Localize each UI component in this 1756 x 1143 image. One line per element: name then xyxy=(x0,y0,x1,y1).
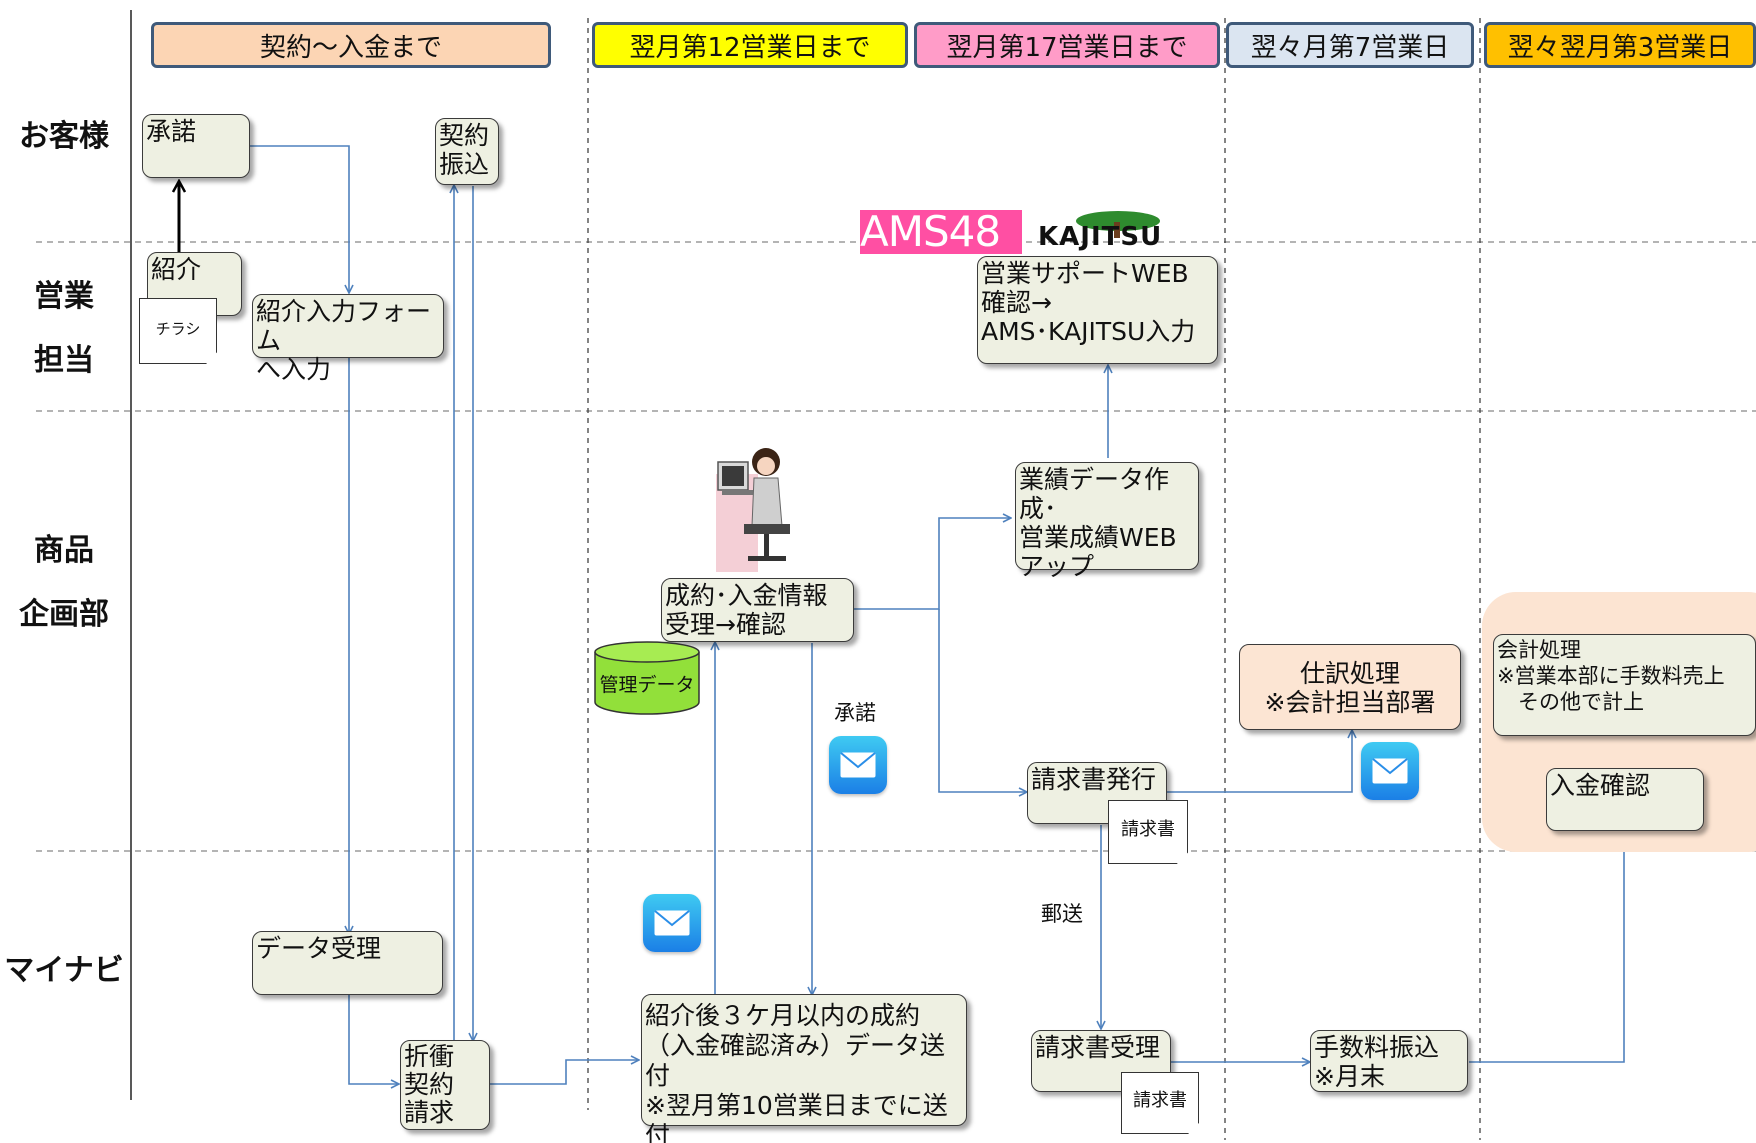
tree-icon xyxy=(1076,211,1160,238)
lane-sales-rep: 担当 xyxy=(34,343,94,378)
flyer-document: チラシ xyxy=(139,298,217,364)
mail-icon xyxy=(829,736,887,794)
journal-entry-box: 仕訳処理 ※会計担当部署 xyxy=(1239,644,1461,730)
invoice-document-label: 請求書 xyxy=(1121,819,1175,840)
invoice-document: 請求書 xyxy=(1121,1072,1199,1134)
lane-planning: 企画部 xyxy=(19,597,109,632)
accept-box: 承諾 xyxy=(142,114,250,178)
ams48-logo-text: AMS48 xyxy=(860,210,1001,254)
lane-product: 商品 xyxy=(34,533,94,568)
database-icon: 管理データ xyxy=(593,640,701,716)
phase-header-1: 契約～入金まで xyxy=(151,22,551,68)
mail-icon xyxy=(1361,742,1419,800)
phase-header-5: 翌々翌月第3営業日 xyxy=(1484,22,1756,68)
negotiation-box: 折衝 契約 請求 xyxy=(400,1040,490,1130)
person-at-computer-icon xyxy=(716,438,792,572)
ams48-logo: AMS48 xyxy=(860,210,1022,254)
send-data-box: 紹介後３ケ月以内の成約 （入金確認済み）データ送付 ※翌月第10営業日までに送付 xyxy=(641,994,967,1143)
intro-form-box: 紹介入力フォーム へ入力 xyxy=(252,294,444,384)
phase-header-4: 翌々月第7営業日 xyxy=(1226,22,1474,68)
lane-mynavi: マイナビ xyxy=(4,953,124,988)
accounting-box: 会計処理 ※営業本部に手数料売上 その他で計上 xyxy=(1493,634,1756,736)
kajitsu-logo: KAJITSU xyxy=(1034,208,1202,252)
deal-payment-info-box: 成約･入金情報 受理→確認 xyxy=(661,578,854,642)
phase-header-3: 翌月第17営業日まで xyxy=(914,22,1220,68)
payment-confirm-box: 入金確認 xyxy=(1546,768,1704,831)
invoice-document-label: 請求書 xyxy=(1133,1090,1187,1111)
phase-header-2: 翌月第12営業日まで xyxy=(592,22,908,68)
kajitsu-logo-text: KAJITSU xyxy=(1038,222,1163,252)
mail-icon xyxy=(643,894,701,952)
data-receive-box: データ受理 xyxy=(252,931,443,995)
performance-data-box: 業績データ作成･ 営業成績WEB アップ xyxy=(1015,462,1199,581)
flyer-label: チラシ xyxy=(155,320,201,338)
contract-transfer-box: 契約 振込 xyxy=(435,118,499,185)
database-label: 管理データ xyxy=(599,674,695,696)
lane-customer: お客様 xyxy=(19,119,109,154)
invoice-document: 請求書 xyxy=(1108,800,1188,864)
accept-label: 承諾 xyxy=(834,701,876,725)
fee-transfer-box: 手数料振込 ※月末 xyxy=(1310,1030,1468,1092)
lane-sales: 営業 xyxy=(34,279,94,314)
sales-support-web-box: 営業サポートWEB 確認→ AMS･KAJITSU入力 xyxy=(977,256,1218,364)
mail-label: 郵送 xyxy=(1041,902,1083,926)
